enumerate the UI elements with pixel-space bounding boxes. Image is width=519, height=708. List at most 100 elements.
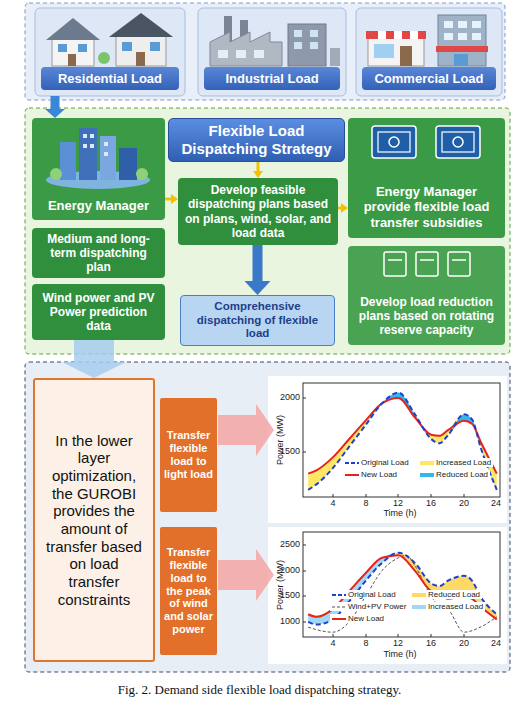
legend-swatch bbox=[345, 472, 359, 478]
tick-label: 8 bbox=[363, 639, 368, 649]
axis-ticks bbox=[303, 452, 306, 453]
legend-swatch bbox=[332, 604, 346, 610]
bottom-panel bbox=[25, 362, 510, 672]
original-load-line bbox=[308, 553, 497, 625]
legend-line bbox=[412, 593, 426, 597]
city-icon bbox=[119, 148, 137, 180]
money-icon bbox=[372, 126, 416, 158]
node-text: Develop load reduction plans based on ro… bbox=[354, 295, 499, 337]
process-box: Develop feasible dispatching plans based… bbox=[178, 178, 338, 245]
legend-line bbox=[420, 461, 434, 465]
legend-line bbox=[345, 474, 359, 476]
plot-frame bbox=[303, 532, 500, 637]
arrow-head bbox=[341, 203, 348, 213]
plot-frame bbox=[303, 383, 500, 497]
shop-icon bbox=[438, 15, 486, 66]
city-icon bbox=[50, 168, 62, 180]
factory-icon bbox=[254, 50, 264, 58]
shop-icon bbox=[458, 33, 467, 40]
tick-label: 20 bbox=[459, 639, 469, 649]
node-text: Commercial Load bbox=[362, 67, 496, 90]
legend-line bbox=[332, 606, 346, 607]
axis-ticks bbox=[333, 634, 334, 637]
axis-ticks bbox=[303, 398, 306, 399]
city-icon bbox=[46, 128, 150, 189]
legend-line bbox=[420, 473, 434, 477]
axis-ticks bbox=[303, 571, 306, 572]
money-icon bbox=[436, 126, 480, 158]
axis-title: Time (h) bbox=[383, 509, 416, 519]
node-text: Wind power and PV Power prediction data bbox=[37, 291, 160, 333]
legend-swatch bbox=[420, 472, 434, 478]
legend-swatch bbox=[412, 604, 426, 610]
flow-arrow bbox=[45, 96, 65, 118]
axis-ticks bbox=[303, 596, 306, 597]
subsidy-box: Energy Manager provide flexible load tra… bbox=[348, 118, 505, 238]
node-text: Residential Load bbox=[41, 67, 179, 90]
package-icon bbox=[448, 252, 470, 276]
money-icon bbox=[389, 137, 399, 147]
arrow-head bbox=[245, 281, 271, 295]
axis-ticks bbox=[431, 494, 432, 497]
chart-ground bbox=[268, 376, 507, 523]
increase-area bbox=[308, 393, 497, 490]
city-icon bbox=[83, 134, 87, 138]
legend-line bbox=[332, 618, 346, 620]
legend-swatch bbox=[420, 460, 434, 466]
house-icon bbox=[98, 52, 110, 64]
arrow-shaft bbox=[51, 96, 60, 110]
legend-text: Original Load bbox=[348, 590, 396, 599]
node-text: Flexible Load Dispatching Strategy bbox=[175, 122, 338, 157]
package-icon bbox=[388, 259, 402, 261]
city-icon bbox=[100, 136, 116, 180]
package-icon bbox=[384, 252, 470, 276]
legend-item: Reduced Load bbox=[410, 590, 482, 599]
axis-ticks bbox=[464, 494, 465, 497]
tick-label: 16 bbox=[426, 499, 436, 509]
decrease-area bbox=[308, 553, 497, 625]
legend-text: New Load bbox=[361, 470, 397, 479]
money-icon bbox=[442, 132, 474, 152]
subsidy-box-fill bbox=[348, 118, 505, 238]
factory-icon bbox=[210, 16, 340, 66]
block-arrow bbox=[218, 549, 274, 601]
shop-icon bbox=[472, 21, 481, 28]
tick-label: 2000 bbox=[280, 393, 300, 403]
package-icon bbox=[452, 259, 466, 261]
original-load-line bbox=[308, 393, 497, 490]
tick-label: 2500 bbox=[280, 540, 300, 550]
flow-arrow bbox=[338, 203, 348, 213]
house-icon bbox=[46, 13, 173, 66]
house-icon bbox=[46, 18, 100, 40]
legend-text: Increased Load bbox=[428, 602, 483, 611]
load-box: Industrial Load bbox=[198, 8, 346, 96]
legend-swatch bbox=[345, 460, 359, 466]
factory-icon bbox=[294, 42, 302, 49]
axis-ticks bbox=[333, 494, 334, 497]
arrow-head bbox=[253, 171, 263, 178]
tick-label: 4 bbox=[330, 639, 335, 649]
tick-label: 24 bbox=[491, 639, 501, 649]
arrow-shaft bbox=[257, 162, 260, 172]
node-text: Energy Manager bbox=[37, 198, 160, 213]
optimization-box: In the lower layer optimization, the GUR… bbox=[33, 378, 155, 662]
arrow-shaft bbox=[74, 340, 114, 363]
axis-ticks bbox=[366, 634, 367, 637]
axis-title: Power (MW) bbox=[276, 560, 286, 610]
factory-icon bbox=[294, 30, 302, 37]
tick-label: 24 bbox=[491, 499, 501, 509]
money-icon bbox=[372, 126, 480, 158]
legend-item: Original Load bbox=[330, 590, 398, 599]
axis-title: Power (MW) bbox=[276, 415, 286, 465]
factory-icon bbox=[288, 24, 326, 66]
block-arrow bbox=[218, 404, 274, 456]
house-icon bbox=[122, 42, 132, 51]
wind-pv-line bbox=[308, 555, 497, 632]
axis-ticks bbox=[398, 634, 399, 637]
legend-item: New Load bbox=[343, 470, 399, 479]
house-icon bbox=[78, 44, 87, 52]
shop-icon bbox=[366, 15, 488, 66]
legend-item: Increased Load bbox=[418, 458, 493, 467]
factory-icon bbox=[310, 30, 318, 37]
